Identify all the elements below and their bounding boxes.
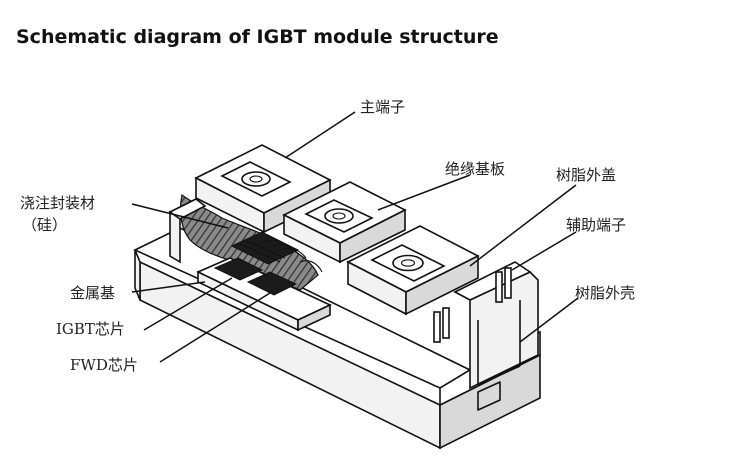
main-terminal-block-2 <box>282 181 407 264</box>
leader-lines <box>131 111 579 363</box>
label-auxiliary-terminal: 辅助端子 <box>566 216 626 234</box>
chips <box>213 231 323 296</box>
label-resin-case: 树脂外壳 <box>575 284 635 302</box>
label-fwd-chip: FWD芯片 <box>70 356 138 374</box>
page-title: Schematic diagram of IGBT module structu… <box>16 26 499 48</box>
label-resin-cover: 树脂外盖 <box>556 166 616 184</box>
left-wall <box>168 198 207 264</box>
igbt-chip-shape <box>213 257 264 281</box>
label-metal-base: 金属基 <box>70 284 115 302</box>
auxiliary-terminals <box>433 267 512 343</box>
label-potting-material-1: 浇注封装材 <box>20 194 95 212</box>
label-igbt-chip: IGBT芯片 <box>56 320 125 338</box>
main-terminal-block-1 <box>194 144 332 234</box>
label-main-terminal: 主端子 <box>360 98 405 116</box>
label-insulating-substrate: 绝缘基板 <box>445 160 505 178</box>
fwd-chip-shape <box>246 271 298 296</box>
main-terminal-block-3 <box>346 225 480 316</box>
label-potting-material-2: （硅） <box>22 216 67 234</box>
